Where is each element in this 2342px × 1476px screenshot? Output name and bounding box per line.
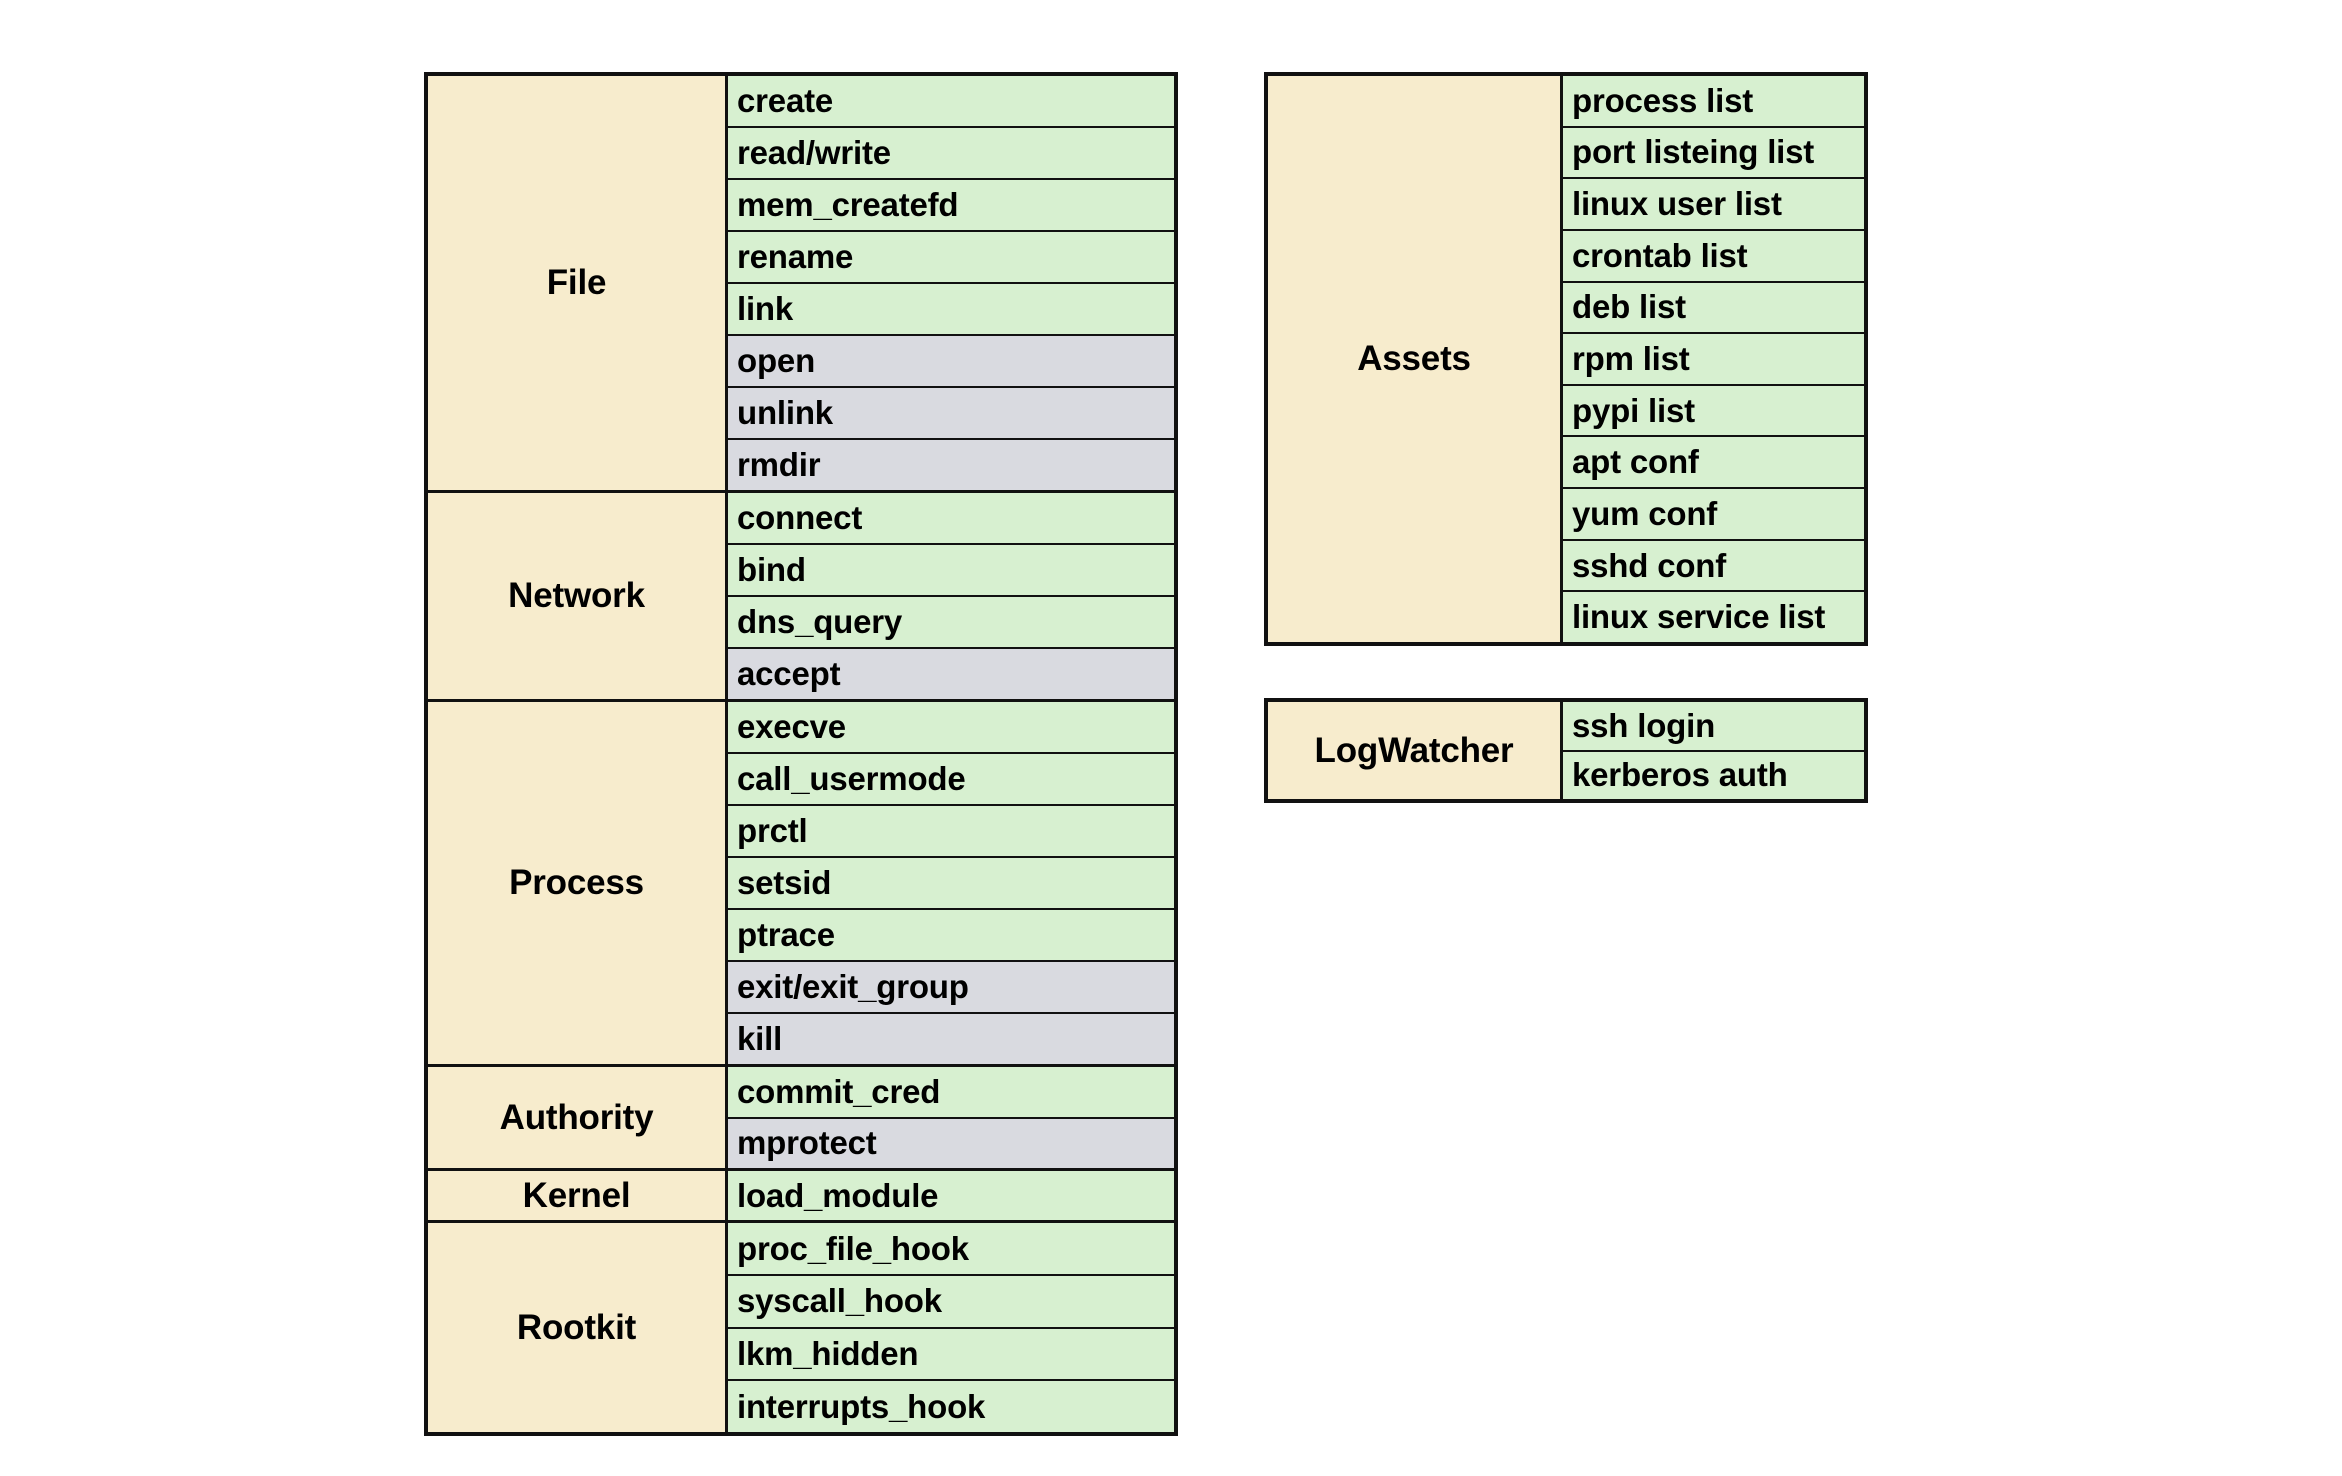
event-cell-apt-conf: apt conf bbox=[1563, 437, 1864, 490]
event-cell-mprotect: mprotect bbox=[728, 1118, 1174, 1169]
event-cell-linux-service-list: linux service list bbox=[1563, 592, 1864, 643]
event-cell-ssh-login: ssh login bbox=[1563, 702, 1864, 752]
event-cell-dns-query: dns_query bbox=[728, 597, 1174, 649]
event-cell-prctl: prctl bbox=[728, 805, 1174, 858]
event-cell-call-usermode: call_usermode bbox=[728, 753, 1174, 806]
event-cell-pypi-list: pypi list bbox=[1563, 385, 1864, 438]
category-label-network: Network bbox=[428, 493, 728, 699]
event-cell-load-module: load_module bbox=[728, 1171, 1174, 1221]
category-label-process: Process bbox=[428, 701, 728, 1064]
event-cell-link: link bbox=[728, 284, 1174, 337]
event-cell-bind: bind bbox=[728, 545, 1174, 598]
event-cell-yum-conf: yum conf bbox=[1563, 489, 1864, 541]
category-items-kernel: load_module bbox=[728, 1171, 1174, 1221]
event-cell-execve: execve bbox=[728, 701, 1174, 754]
category-label-assets: Assets bbox=[1268, 76, 1563, 642]
category-label-logwatcher: LogWatcher bbox=[1268, 702, 1563, 799]
event-cell-rmdir: rmdir bbox=[728, 440, 1174, 491]
event-cell-proc-file-hook: proc_file_hook bbox=[728, 1223, 1174, 1276]
category-label-kernel: Kernel bbox=[428, 1171, 728, 1221]
event-cell-open: open bbox=[728, 336, 1174, 389]
event-cell-exit-exit-group: exit/exit_group bbox=[728, 961, 1174, 1014]
event-cell-port-listeing-list: port listeing list bbox=[1563, 127, 1864, 180]
event-cell-mem-createfd: mem_createfd bbox=[728, 180, 1174, 233]
event-cell-commit-cred: commit_cred bbox=[728, 1066, 1174, 1119]
event-cell-create: create bbox=[728, 76, 1174, 129]
event-cell-ptrace: ptrace bbox=[728, 909, 1174, 962]
event-cell-connect: connect bbox=[728, 493, 1174, 546]
category-label-file: File bbox=[428, 76, 728, 491]
event-cell-read-write: read/write bbox=[728, 128, 1174, 181]
event-cell-setsid: setsid bbox=[728, 857, 1174, 910]
event-cell-rpm-list: rpm list bbox=[1563, 334, 1864, 386]
event-cell-syscall-hook: syscall_hook bbox=[728, 1275, 1174, 1329]
event-cell-interrupts-hook: interrupts_hook bbox=[728, 1381, 1174, 1432]
event-cell-linux-user-list: linux user list bbox=[1563, 179, 1864, 231]
event-cell-crontab-list: crontab list bbox=[1563, 230, 1864, 283]
event-cell-sshd-conf: sshd conf bbox=[1563, 540, 1864, 593]
event-cell-process-list: process list bbox=[1563, 76, 1864, 128]
event-cell-accept: accept bbox=[728, 648, 1174, 699]
event-cell-kill: kill bbox=[728, 1013, 1174, 1064]
category-label-authority: Authority bbox=[428, 1066, 728, 1169]
event-cell-unlink: unlink bbox=[728, 388, 1174, 441]
event-cell-rename: rename bbox=[728, 232, 1174, 285]
category-label-rootkit: Rootkit bbox=[428, 1223, 728, 1432]
event-cell-kerberos-auth: kerberos auth bbox=[1563, 751, 1864, 799]
event-cell-lkm-hidden: lkm_hidden bbox=[728, 1328, 1174, 1382]
event-cell-deb-list: deb list bbox=[1563, 282, 1864, 335]
